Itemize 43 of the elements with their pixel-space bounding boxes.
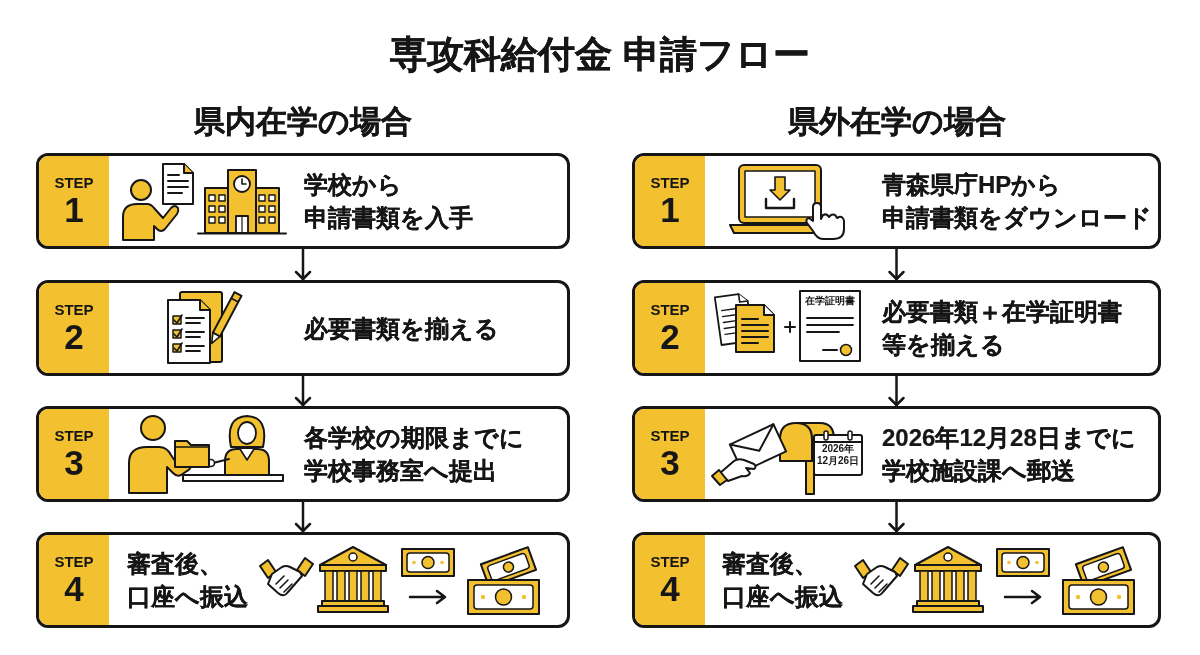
step-card <box>36 532 570 628</box>
step-label: STEP <box>54 300 94 318</box>
calendar-date: 2026年12月26日 <box>816 443 860 467</box>
arrow <box>888 502 905 533</box>
arrow <box>294 502 312 533</box>
step-card <box>632 532 1161 628</box>
step-card <box>632 153 1161 249</box>
step-label: STEP <box>54 426 94 444</box>
step-description: 審査後、口座へ振込 <box>722 549 843 612</box>
step-label: STEP <box>650 173 690 191</box>
step-label: STEP <box>650 300 690 318</box>
step-description: 青森県庁HPから申請書類をダウンロード <box>882 170 1152 233</box>
step-label: STEP <box>54 552 94 570</box>
column-heading: 県外在学の場合 <box>788 103 1006 141</box>
step-description: 学校から申請書類を入手 <box>304 170 473 233</box>
diagram-title: 専攻科給付金 申請フロー <box>390 33 810 77</box>
step-number: 2 <box>660 317 680 356</box>
step-description: 2026年12月28日までに学校施設課へ郵送 <box>882 423 1136 486</box>
step-label: STEP <box>650 552 690 570</box>
step-number: 4 <box>660 569 680 608</box>
column-heading: 県内在学の場合 <box>194 103 412 141</box>
step-description: 審査後、口座へ振込 <box>127 549 248 612</box>
step-description: 必要書類＋在学証明書等を揃える <box>882 297 1122 360</box>
arrow <box>294 376 312 407</box>
step-card <box>36 406 570 502</box>
arrow <box>888 249 905 281</box>
arrow <box>294 249 312 281</box>
arrow <box>888 376 905 407</box>
step-description: 各学校の期限までに学校事務室へ提出 <box>304 423 524 486</box>
certificate-title: 在学証明書 <box>805 295 855 307</box>
step-label: STEP <box>650 426 690 444</box>
step-description: 必要書類を揃える <box>304 313 499 344</box>
step-number: 1 <box>660 190 680 229</box>
step-card <box>632 406 1161 502</box>
step-card <box>632 280 1161 376</box>
step-number: 1 <box>64 190 84 229</box>
step-card <box>36 280 570 376</box>
step-number: 4 <box>64 569 84 608</box>
step-card <box>36 153 570 249</box>
step-number: 3 <box>660 443 680 482</box>
step-number: 2 <box>64 317 84 356</box>
step-number: 3 <box>64 443 84 482</box>
step-label: STEP <box>54 173 94 191</box>
